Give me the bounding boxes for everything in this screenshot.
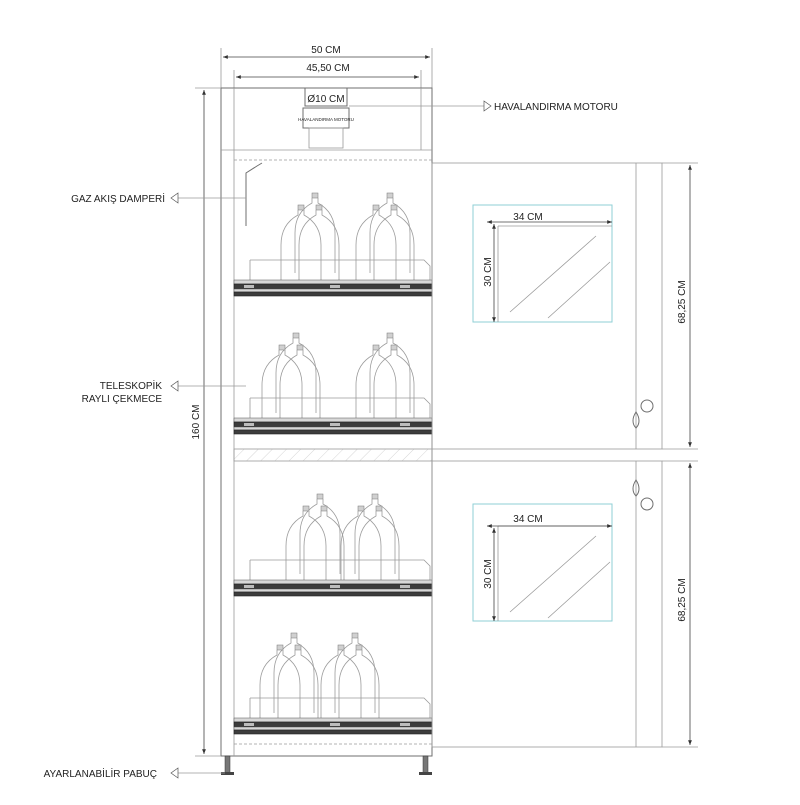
bottle-group [356, 193, 414, 285]
motor-callout-label: HAVALANDIRMA MOTORU [494, 102, 618, 113]
lower-door-height-label: 68,25 CM [677, 578, 688, 621]
drawer-1 [233, 193, 433, 297]
dimension-outer-width: 50 CM [220, 45, 433, 88]
outer-width-label: 50 CM [311, 45, 340, 56]
drawer-callout-line2: RAYLI ÇEKMECE [82, 394, 163, 405]
bottle-group [260, 633, 318, 725]
upper-window: 34 CM 30 CM [472, 204, 613, 323]
foot-callout-label: AYARLANABİLİR PABUÇ [44, 767, 157, 780]
lower-window: 34 CM 30 CM [472, 503, 613, 622]
motor-box-label: HAVALANDIRMA MOTORU [298, 117, 354, 122]
gas-damper [245, 162, 263, 226]
drawer-stack [233, 193, 433, 735]
ventilation-motor: Ø10 CM HAVALANDIRMA MOTORU [298, 87, 354, 149]
cabinet-body [220, 87, 433, 757]
callout-drawer: TELESKOPİK RAYLI ÇEKMECE [82, 379, 246, 405]
bottle-group [341, 494, 399, 586]
dimension-upper-door: 68,25 CM [662, 162, 698, 450]
damper-callout-label: GAZ AKIŞ DAMPERİ [71, 192, 165, 205]
bottle-group [356, 333, 414, 425]
drawer-2 [233, 333, 433, 435]
callout-motor: HAVALANDIRMA MOTORU [349, 100, 618, 113]
lower-window-height-label: 30 CM [483, 559, 494, 588]
callout-damper: GAZ AKIŞ DAMPERİ [71, 192, 246, 205]
dimension-inner-width: 45,50 CM [233, 63, 422, 88]
bottle-group [262, 333, 320, 425]
drawer-3 [233, 494, 433, 597]
callout-foot: AYARLANABİLİR PABUÇ [44, 767, 225, 780]
upper-window-height-label: 30 CM [483, 257, 494, 286]
dimension-total-height: 160 CM [191, 87, 221, 757]
bottle-group [286, 494, 344, 586]
drawer-4 [233, 633, 433, 735]
adjustable-foot [221, 755, 432, 775]
dimension-lower-door: 68,25 CM [662, 460, 698, 748]
duct-diameter-label: Ø10 CM [307, 94, 344, 105]
lower-window-width-label: 34 CM [513, 514, 542, 525]
upper-door-height-label: 68,25 CM [677, 280, 688, 323]
bottle-group [321, 633, 379, 725]
bottle-group [281, 193, 339, 285]
drawer-callout-line1: TELESKOPİK [100, 379, 163, 392]
door-panel [431, 162, 663, 748]
total-height-label: 160 CM [191, 404, 202, 439]
upper-window-width-label: 34 CM [513, 212, 542, 223]
inner-width-label: 45,50 CM [306, 63, 349, 74]
